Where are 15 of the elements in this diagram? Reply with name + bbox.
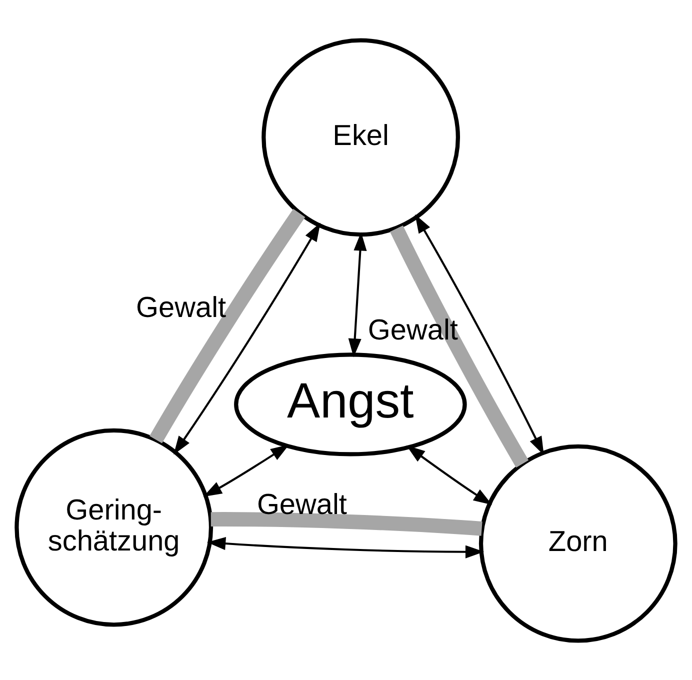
edge-label: Gewalt — [136, 292, 226, 324]
connector — [150, 208, 306, 443]
node-circle: Ekel — [262, 38, 460, 236]
arrow — [415, 214, 544, 455]
edge-label: Gewalt — [368, 314, 458, 346]
node-circle: Zorn — [478, 444, 678, 642]
arrow — [203, 444, 290, 496]
edge-label: Gewalt — [256, 488, 347, 520]
node-circle: Gering- schätzung — [14, 428, 214, 626]
arrow — [348, 232, 367, 357]
node-ellipse: Angst — [234, 352, 467, 456]
arrow — [406, 444, 492, 504]
connector — [210, 512, 482, 536]
arrow — [206, 536, 484, 558]
arrow — [174, 222, 320, 454]
